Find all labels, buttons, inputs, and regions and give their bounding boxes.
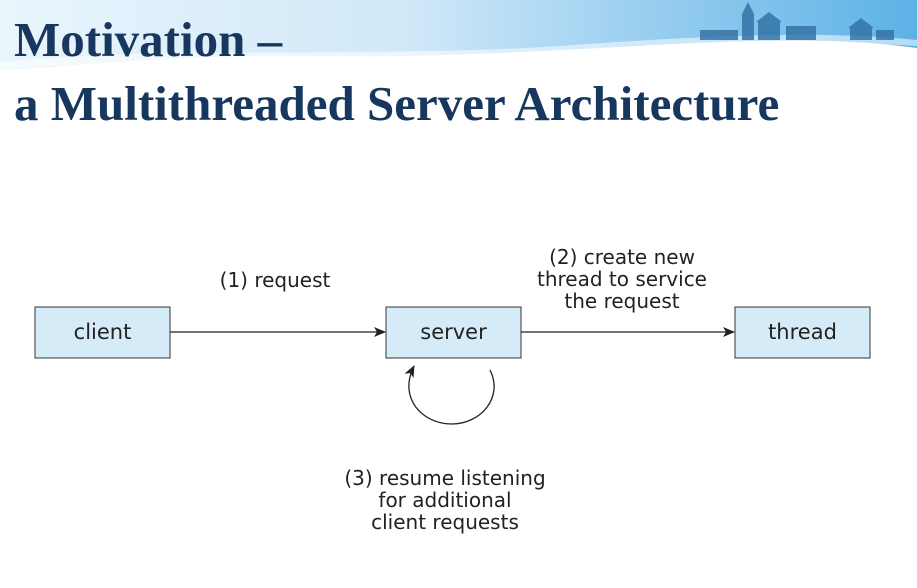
banner-wave <box>0 0 917 70</box>
create-thread-label-line-3: the request <box>564 289 680 313</box>
header-banner <box>0 0 917 70</box>
resume-listening-label-line-2: for additional <box>378 488 512 512</box>
page-title-line-1: Motivation – <box>14 12 283 67</box>
create-thread-label-line-1: (2) create new <box>549 245 695 269</box>
resume-listening-label-line-1: (3) resume listening <box>344 466 546 490</box>
server-label: server <box>420 320 487 344</box>
town-silhouette-icon <box>700 2 894 40</box>
resume-listening-label: (3) resume listening for additional clie… <box>330 467 560 533</box>
page-title-line-2: a Multithreaded Server Architecture <box>14 76 780 131</box>
resume-listening-loop-arrow <box>404 365 495 425</box>
client-node: client <box>34 306 171 359</box>
resume-listening-label-line-3: client requests <box>371 510 519 534</box>
thread-label: thread <box>768 320 837 344</box>
request-label: (1) request <box>219 268 331 292</box>
client-label: client <box>74 320 132 344</box>
server-node: server <box>385 306 522 359</box>
banner-wave-highlight <box>0 34 917 70</box>
thread-node: thread <box>734 306 871 359</box>
create-thread-label-line-2: thread to service <box>537 267 707 291</box>
create-thread-label: (2) create new thread to service the req… <box>512 246 732 312</box>
